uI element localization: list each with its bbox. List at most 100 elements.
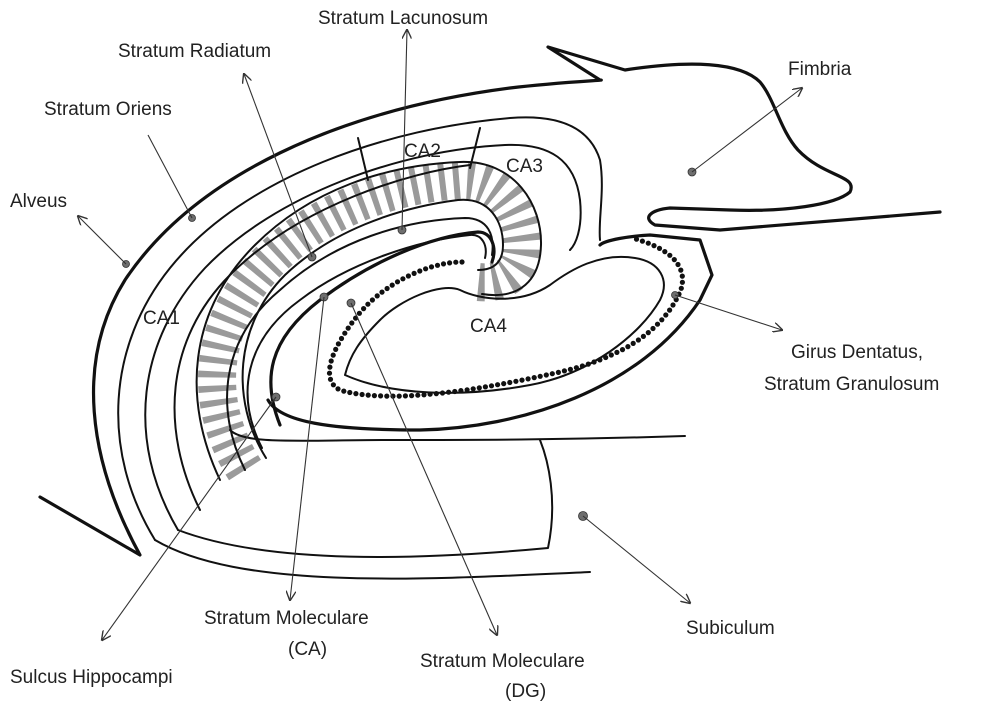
- granule-cell-dot: [347, 390, 352, 395]
- granule-cell-dot: [636, 337, 641, 342]
- granule-cell-dot: [603, 355, 608, 360]
- granule-cell-dot: [641, 334, 646, 339]
- label-ca2: CA2: [404, 141, 441, 162]
- granule-cell-dot: [640, 239, 645, 244]
- granule-cell-dot: [397, 394, 402, 399]
- granule-cell-dot: [372, 393, 377, 398]
- label-stratum-moleculare-ca-line1: Stratum Moleculare: [204, 608, 369, 629]
- granule-cell-dot: [331, 382, 336, 387]
- granule-cell-dot: [458, 388, 463, 393]
- granule-cell-dot: [375, 293, 380, 298]
- granule-cell-dot: [672, 257, 677, 262]
- granule-cell-dot: [335, 386, 340, 391]
- granule-cell-dot: [357, 311, 362, 316]
- granule-cell-dot: [507, 380, 512, 385]
- granule-cell-dot: [495, 382, 500, 387]
- granule-cell-dot: [346, 326, 351, 331]
- granule-cell-dot: [483, 384, 488, 389]
- label-stratum-moleculare-ca-line2: (CA): [288, 639, 327, 660]
- granule-cell-dot: [328, 377, 333, 382]
- granule-cell-dot: [452, 389, 457, 394]
- label-subiculum: Subiculum: [686, 618, 775, 639]
- granule-cell-dot: [634, 237, 639, 242]
- granule-cell-dot: [620, 347, 625, 352]
- granule-cell-dot: [333, 347, 338, 352]
- granule-cell-dot: [403, 393, 408, 398]
- granule-cell-dot: [329, 358, 334, 363]
- granule-cell-dot: [679, 286, 684, 291]
- granule-cell-dot: [331, 353, 336, 358]
- granule-cell-dot: [580, 363, 585, 368]
- granule-cell-dot: [434, 391, 439, 396]
- granule-cell-dot: [453, 260, 458, 265]
- lower-boundary-outer: [155, 540, 590, 579]
- granule-cell-dot: [360, 392, 365, 397]
- granule-cell-dot: [597, 357, 602, 362]
- label-alveus: Alveus: [10, 191, 67, 212]
- granule-cell-dot: [680, 274, 685, 279]
- granule-cell-dot: [631, 341, 636, 346]
- granule-cell-dot: [379, 290, 384, 295]
- granule-cell-dot: [349, 320, 354, 325]
- granule-cell-dot: [532, 375, 537, 380]
- granule-cell-dot: [435, 263, 440, 268]
- granule-cell-dot: [353, 391, 358, 396]
- granule-cell-dot: [361, 306, 366, 311]
- granule-cell-dot: [385, 286, 390, 291]
- granule-cell-dot: [655, 322, 660, 327]
- label-ca3: CA3: [506, 156, 543, 177]
- granule-cell-dot: [417, 268, 422, 273]
- granule-cell-dot: [646, 241, 651, 246]
- granule-cell-dot: [415, 393, 420, 398]
- granule-cell-dot: [667, 253, 672, 258]
- granule-cell-dot: [586, 362, 591, 367]
- granule-cell-dot: [519, 378, 524, 383]
- granule-cell-dot: [339, 336, 344, 341]
- pointer-stratum-oriens: [148, 135, 192, 218]
- granule-cell-dot: [412, 271, 417, 276]
- granule-cell-dot: [370, 297, 375, 302]
- granule-cell-dot: [675, 262, 680, 267]
- granule-cell-dot: [609, 352, 614, 357]
- granule-cell-dot: [441, 261, 446, 266]
- label-ca4: CA4: [470, 316, 507, 337]
- granule-cell-dot: [526, 376, 531, 381]
- label-girus-dentatus-line2: Stratum Granulosum: [764, 374, 939, 395]
- granule-cell-dot: [446, 390, 451, 395]
- granule-cell-dot: [614, 350, 619, 355]
- granule-cell-dot: [678, 268, 683, 273]
- granule-cell-dot: [625, 344, 630, 349]
- label-stratum-moleculare-dg-line2: (DG): [505, 681, 546, 702]
- granule-cell-dot: [489, 383, 494, 388]
- label-stratum-radiatum: Stratum Radiatum: [118, 41, 271, 62]
- granule-cell-dot: [395, 279, 400, 284]
- granule-cell-dot: [400, 276, 405, 281]
- label-ca1: CA1: [143, 308, 180, 329]
- granule-cell-dot: [574, 365, 579, 370]
- granule-cell-dot: [409, 393, 414, 398]
- label-stratum-oriens: Stratum Oriens: [44, 99, 172, 120]
- label-fimbria: Fimbria: [788, 59, 852, 80]
- granule-cell-dot: [327, 371, 332, 376]
- granule-cell-dot: [501, 381, 506, 386]
- granule-cell-dot: [423, 266, 428, 271]
- pointer-alveus: [78, 216, 126, 264]
- granule-cell-dot: [592, 359, 597, 364]
- granule-cell-dot: [646, 330, 651, 335]
- label-girus-dentatus-line1: Girus Dentatus,: [791, 342, 923, 363]
- granule-cell-dot: [550, 371, 555, 376]
- granule-cell-dot: [429, 264, 434, 269]
- granule-cell-dot: [477, 385, 482, 390]
- granule-cell-dot: [428, 392, 433, 397]
- granule-cell-dot: [670, 302, 675, 307]
- granule-cell-dot: [465, 387, 470, 392]
- granule-cell-dot: [659, 317, 664, 322]
- granule-cell-dot: [378, 393, 383, 398]
- granule-cell-dot: [667, 308, 672, 313]
- pointer-subiculum: [583, 516, 690, 603]
- granule-cell-dot: [440, 390, 445, 395]
- granule-cell-dot: [459, 259, 464, 264]
- granule-cell-dot: [513, 379, 518, 384]
- label-stratum-moleculare-dg-line1: Stratum Moleculare: [420, 651, 585, 672]
